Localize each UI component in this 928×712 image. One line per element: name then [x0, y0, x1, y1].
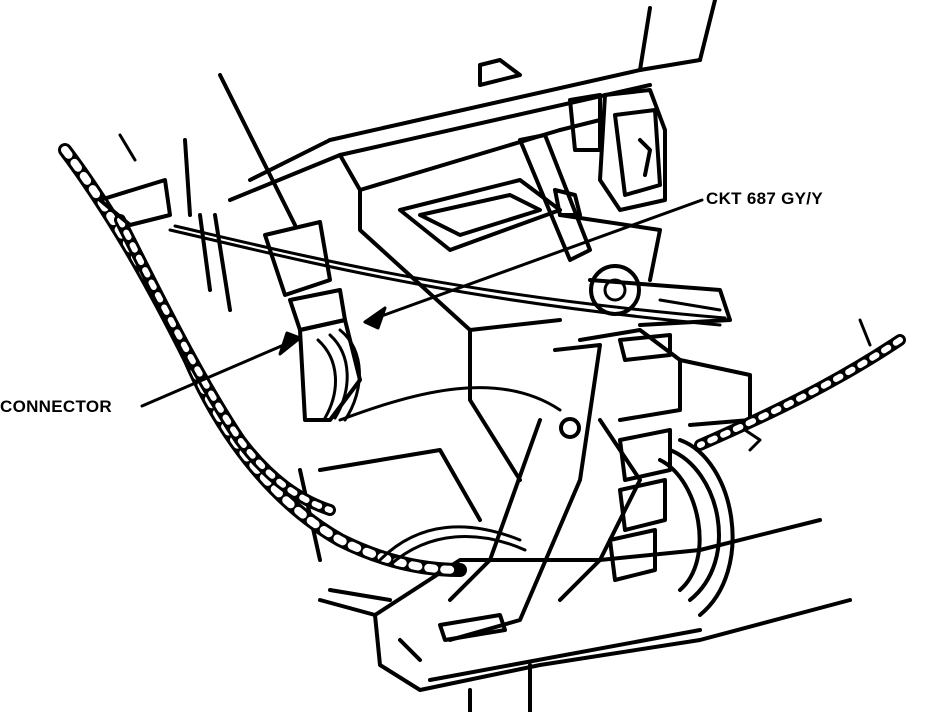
harness-left	[58, 133, 467, 577]
circuit-label: CKT 687 GY/Y	[706, 189, 823, 208]
duct-housing	[298, 133, 662, 562]
connector-label: CONNECTOR	[0, 397, 112, 416]
ckt-leader-line	[363, 198, 704, 330]
floor-channel	[318, 518, 852, 712]
dashboard-frame	[183, 0, 717, 312]
wire-bundle	[168, 224, 727, 567]
pedal-bracket	[438, 328, 752, 642]
relay-stack	[608, 428, 735, 617]
harness-right	[694, 318, 906, 452]
connector-body	[263, 220, 362, 422]
connector-leader-line	[140, 331, 302, 408]
control-module	[568, 88, 667, 212]
